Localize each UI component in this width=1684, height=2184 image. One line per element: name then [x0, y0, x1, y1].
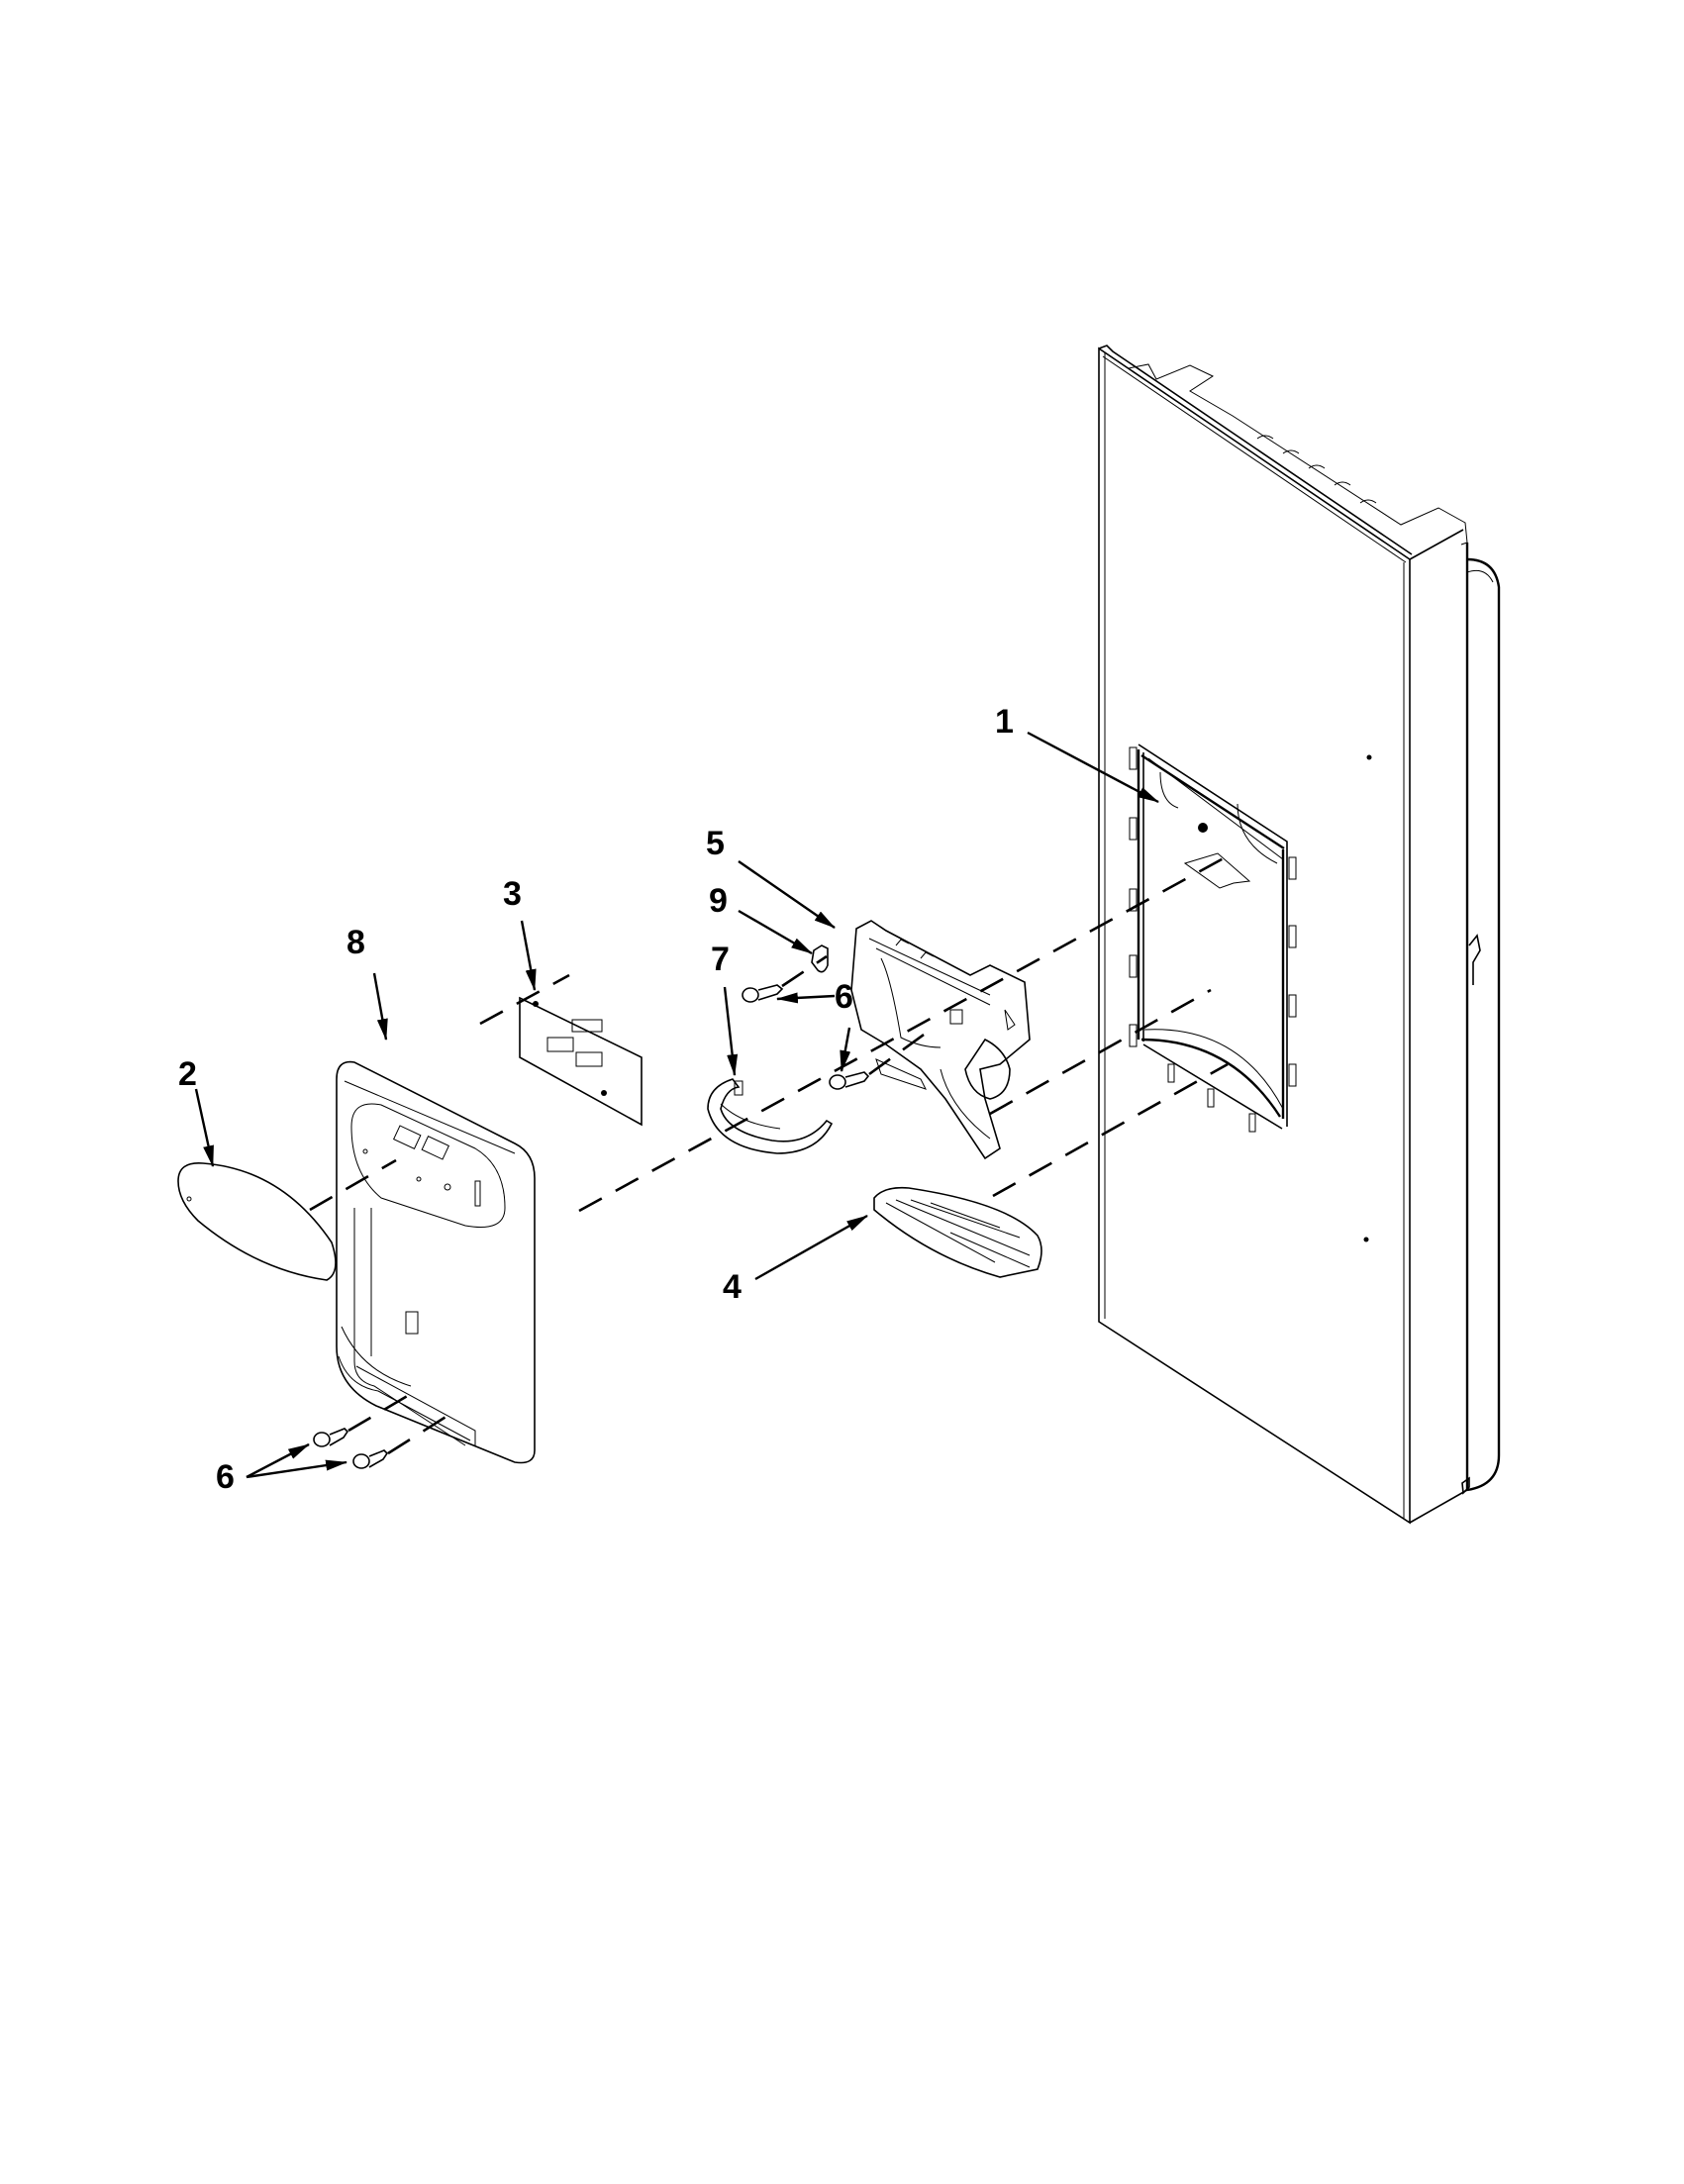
- callout-6-lower: 6: [216, 1458, 235, 1496]
- drip-tray: [873, 1186, 1042, 1278]
- callout-4: 4: [723, 1268, 742, 1306]
- dispenser-lens: [177, 1162, 337, 1281]
- screw-lower-1: [313, 1428, 349, 1447]
- callout-1: 1: [995, 703, 1014, 741]
- screw-lower-2: [352, 1449, 389, 1469]
- callout-8: 8: [347, 924, 365, 961]
- callout-6-upper: 6: [835, 978, 853, 1016]
- screw-upper-1: [742, 984, 784, 1003]
- screw-upper-2: [829, 1071, 870, 1090]
- callout-7: 7: [711, 941, 730, 978]
- callout-5: 5: [706, 825, 725, 862]
- callout-3: 3: [503, 875, 522, 913]
- dispenser-actuator: [850, 920, 1031, 1160]
- dispenser-opening: [1129, 744, 1297, 1133]
- callout-9: 9: [709, 882, 728, 920]
- dispenser-front-panel: [336, 1060, 536, 1464]
- dispenser-lever-cup: [707, 1078, 834, 1154]
- callout-2: 2: [178, 1055, 197, 1093]
- control-board: [519, 996, 643, 1127]
- door-panel: [1098, 345, 1501, 1525]
- leader-arrows: [194, 731, 1159, 1479]
- wire-clip: [811, 944, 829, 973]
- assembly-lines: [309, 851, 1234, 1455]
